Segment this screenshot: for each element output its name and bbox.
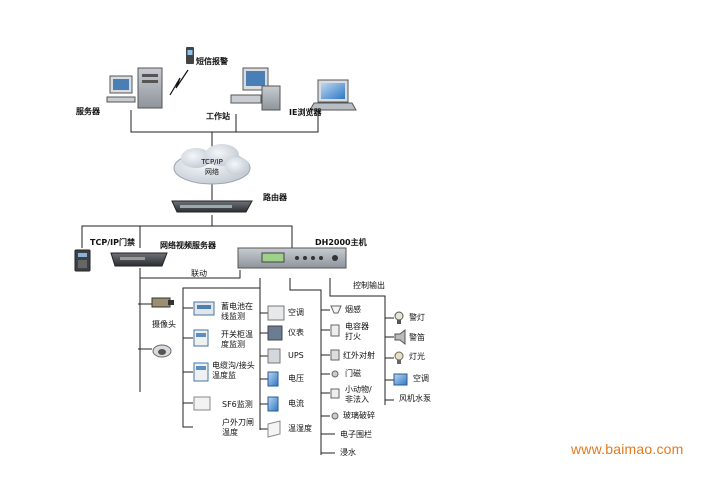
warning-light-label: 警灯	[409, 313, 425, 322]
dh2000-host-icon	[237, 247, 347, 269]
column1-device-icons	[193, 301, 215, 411]
outdoor-switch-temp-label: 户外刀闸温度	[222, 418, 254, 437]
electric-fence-label: 电子围栏	[340, 430, 372, 439]
lighting-label: 灯光	[409, 352, 425, 361]
sf6-monitoring-label: SF6监测	[222, 400, 253, 409]
access-control-label: TCP/IP门禁	[90, 238, 135, 247]
mobile-phone-icon	[186, 47, 194, 64]
column3-detector-icons	[330, 305, 342, 420]
network-label: TCP/IP 网络	[201, 158, 223, 176]
smoke-detector-label: 烟感	[345, 305, 361, 314]
watermark: www.baimao.com	[571, 441, 684, 457]
camera-label: 摄像头	[152, 320, 176, 329]
temp-humidity-label: 温湿度	[288, 424, 312, 433]
battery-monitoring-label: 蓄电池在线监测	[221, 302, 253, 321]
output-ac-label: 空调	[413, 374, 429, 383]
column2-device-icons	[267, 305, 285, 438]
sms-alarm-label: 短信报警	[196, 57, 228, 66]
network-cloud-icon	[173, 144, 251, 185]
video-server-label: 网络视频服务器	[160, 241, 216, 250]
capacitor-spark-label: 电容器打火	[345, 322, 369, 341]
ie-browser-label: IE浏览器	[289, 108, 322, 117]
column4-output-icons	[393, 311, 408, 386]
water-leak-label: 浸水	[340, 448, 356, 457]
intrusion-label: 小动物/非法入	[345, 385, 372, 404]
workstation-label: 工作站	[206, 112, 230, 121]
dome-camera-icon	[152, 344, 172, 358]
infrared-beam-label: 红外对射	[343, 351, 375, 360]
main-unit-label: DH2000主机	[315, 238, 367, 247]
server-label: 服务器	[76, 107, 100, 116]
control-output-label: 控制输出	[353, 281, 385, 290]
video-server-icon	[110, 252, 168, 267]
current-label: 电流	[288, 399, 304, 408]
switchgear-temp-label: 开关柜温度监测	[221, 330, 253, 349]
wireless-signal-icon	[169, 69, 189, 96]
ups-label: UPS	[288, 351, 304, 360]
siren-label: 警笛	[409, 333, 425, 342]
server-icon	[106, 67, 163, 109]
air-conditioner-label: 空调	[288, 308, 304, 317]
box-camera-icon	[151, 297, 174, 308]
laptop-icon	[309, 79, 357, 111]
router-label: 路由器	[263, 193, 287, 202]
access-control-keypad-icon	[74, 249, 91, 272]
cable-trench-temp-label: 电缆沟/接头温度监	[212, 361, 255, 380]
glass-break-label: 玻璃破碎	[343, 411, 375, 420]
connection-lines	[81, 110, 394, 455]
voltage-label: 电压	[288, 374, 304, 383]
linkage-label: 联动	[191, 269, 207, 278]
router-icon	[171, 200, 253, 213]
workstation-icon	[230, 67, 281, 111]
door-sensor-label: 门磁	[345, 369, 361, 378]
fan-pump-label: 风机水泵	[399, 394, 431, 403]
meter-label: 仪表	[288, 328, 304, 337]
